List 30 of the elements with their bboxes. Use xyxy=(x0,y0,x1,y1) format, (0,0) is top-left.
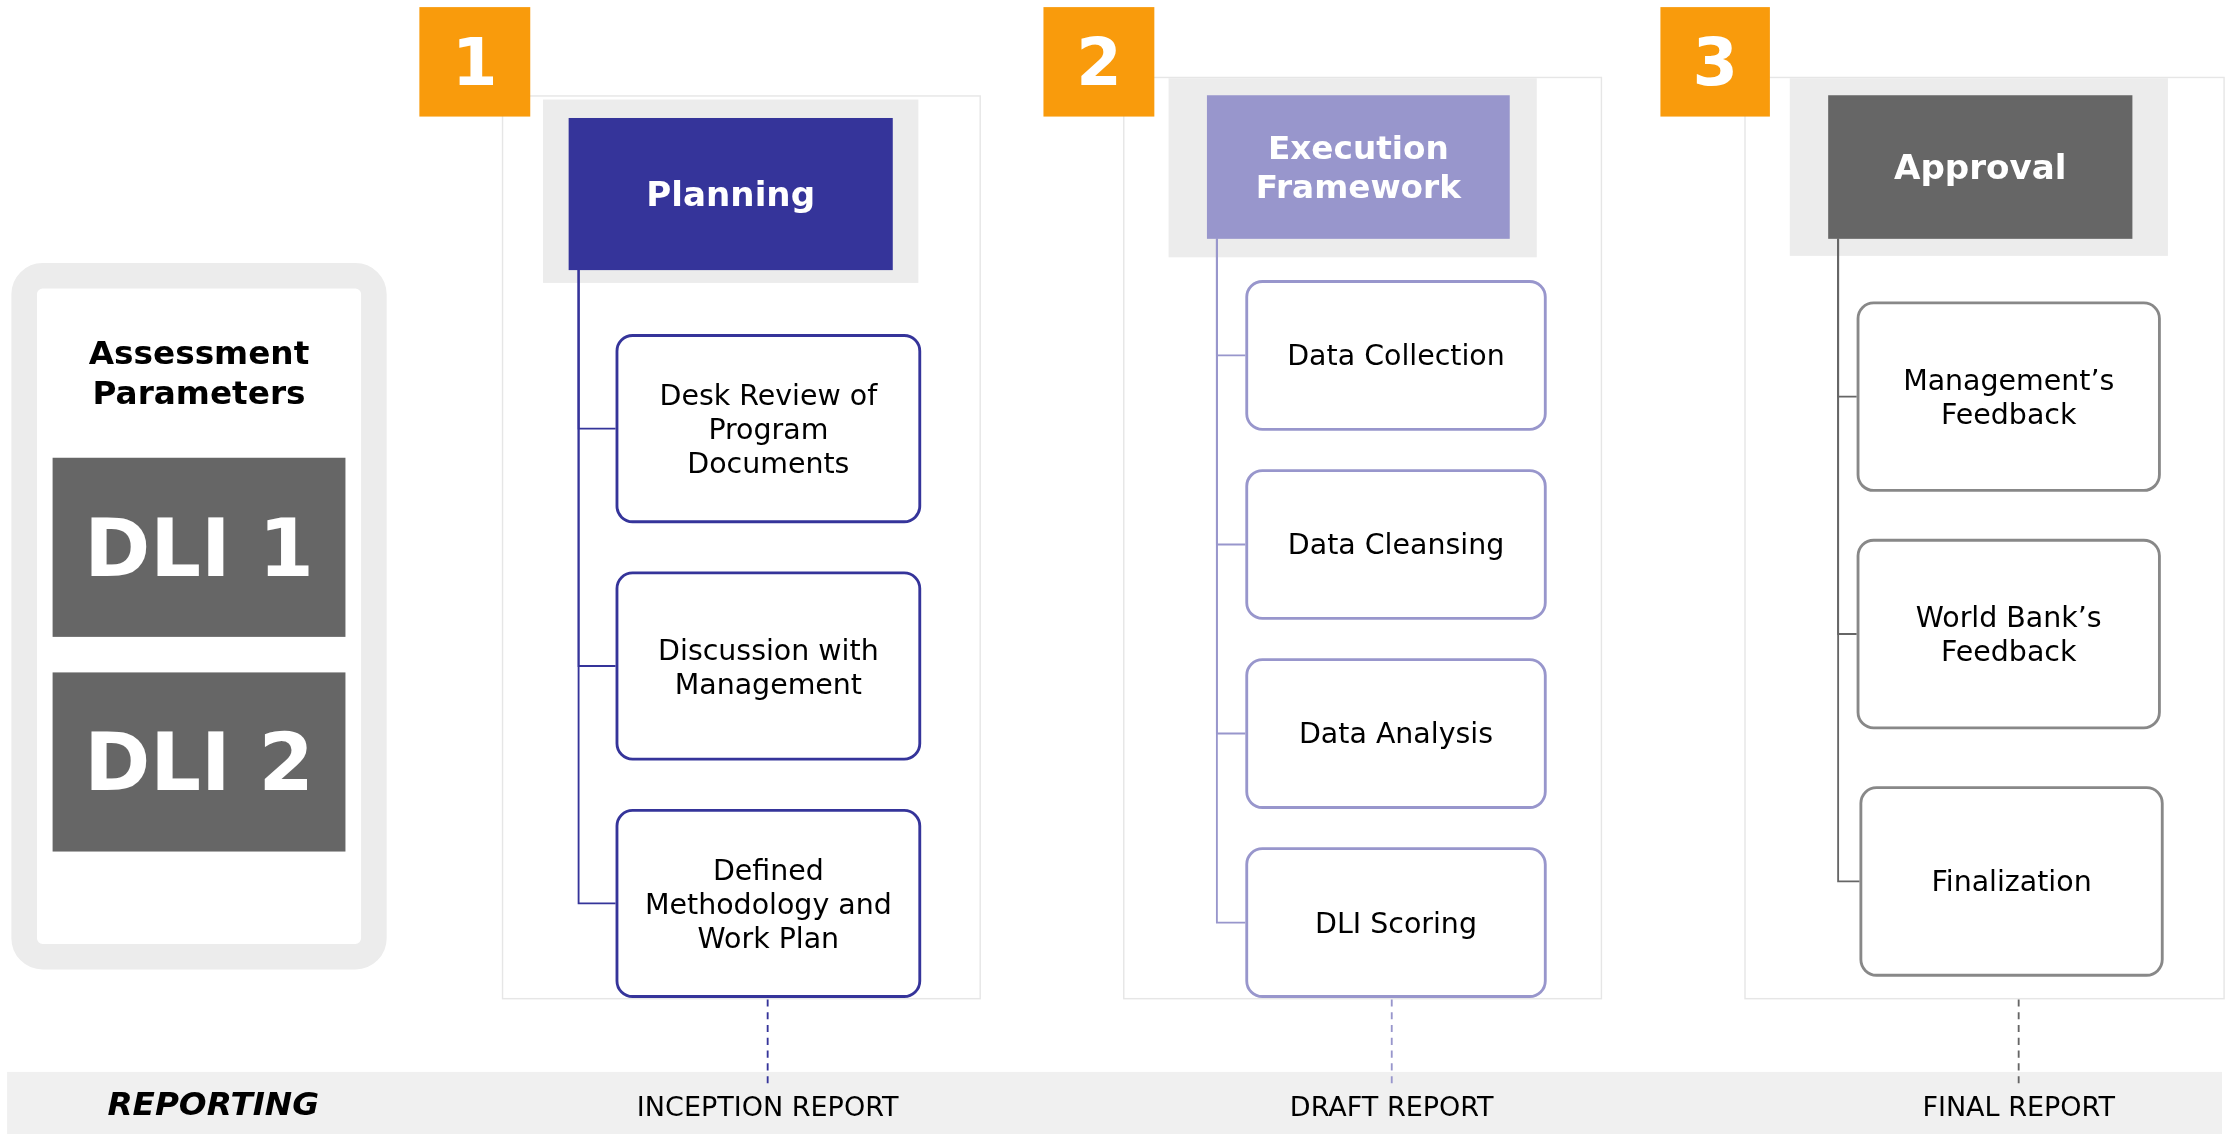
tree-connector xyxy=(1837,237,1861,883)
report-label: DRAFT REPORT xyxy=(1279,1088,1505,1124)
reporting-band xyxy=(7,1071,2222,1134)
parameter-box: DLI 2 xyxy=(52,672,346,852)
parameters-panel xyxy=(11,263,387,970)
phase-header-box: Approval xyxy=(1828,95,2133,239)
tree-connector xyxy=(577,269,617,905)
task-box: Defined Methodology and Work Plan xyxy=(615,808,922,998)
step-number-badge: 2 xyxy=(1043,7,1155,117)
task-box: Data Cleansing xyxy=(1245,469,1547,620)
report-label: INCEPTION REPORT xyxy=(625,1088,910,1124)
step-number-badge: 1 xyxy=(419,7,531,117)
task-box: Desk Review of Program Documents xyxy=(615,334,922,524)
task-box: Data Analysis xyxy=(1245,658,1547,809)
task-box: DLI Scoring xyxy=(1245,847,1547,998)
column-panel xyxy=(1123,76,1603,1000)
phase-header-box: Planning xyxy=(568,118,893,271)
column-panel xyxy=(501,95,981,1000)
column-panel xyxy=(1744,76,2225,1000)
parameter-box: DLI 1 xyxy=(52,457,346,637)
task-box: Management’s Feedback xyxy=(1856,301,2161,492)
phase-header-box: Execution Framework xyxy=(1206,95,1510,239)
panel-title: Assessment Parameters xyxy=(87,333,311,413)
task-box: World Bank’s Feedback xyxy=(1856,538,2161,730)
task-box: Finalization xyxy=(1859,786,2164,977)
report-label: FINAL REPORT xyxy=(1912,1088,2126,1124)
task-box: Data Collection xyxy=(1245,280,1547,431)
band-title: REPORTING xyxy=(106,1083,320,1124)
step-number-badge: 3 xyxy=(1660,7,1770,117)
task-box: Discussion with Management xyxy=(615,571,922,761)
